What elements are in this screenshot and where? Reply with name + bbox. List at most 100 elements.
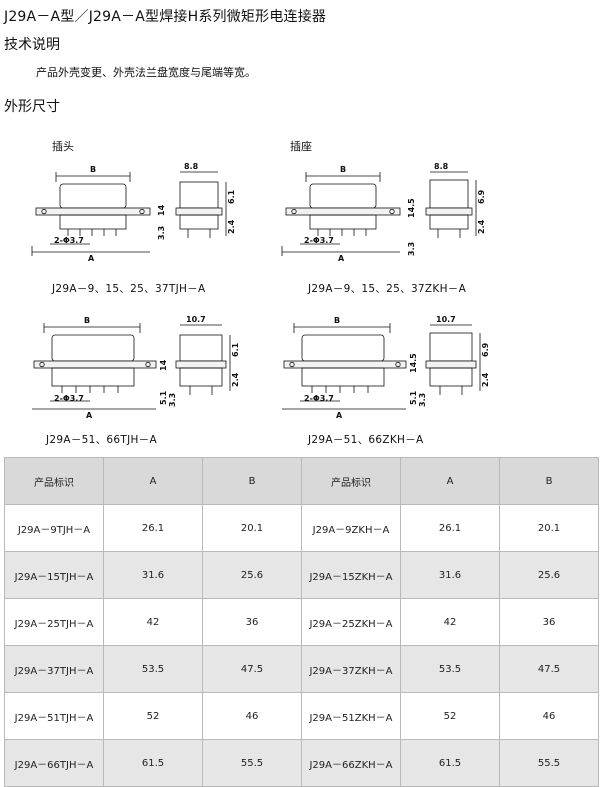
table-row: J29A－51TJH－A 52 46 J29A－51ZKH－A 52 46 bbox=[4, 692, 599, 740]
dim-hole: 2-Φ3.7 bbox=[54, 394, 84, 403]
socket-small-side-drawing: 8.8 6.9 2.4 bbox=[425, 162, 486, 238]
table-cell: 46 bbox=[202, 692, 302, 740]
caption-socket-small: J29A－9、15、25、37ZKH－A bbox=[308, 283, 467, 295]
header-cell: 产品标识 bbox=[4, 457, 104, 505]
dim-height-upper: 14 bbox=[157, 204, 166, 216]
dim-side-lower: 2.4 bbox=[481, 372, 490, 387]
table-cell: J29A－37TJH－A bbox=[4, 645, 104, 693]
plug-large-side-drawing: 10.7 6.1 2.4 bbox=[175, 315, 240, 395]
table-cell: 53.5 bbox=[400, 645, 500, 693]
dim-height-lower: 3.3 bbox=[418, 393, 427, 407]
dim-a: A bbox=[336, 411, 343, 420]
dim-height-lower: 3.3 bbox=[157, 226, 166, 240]
label-socket: 插座 bbox=[290, 140, 312, 153]
document-title: J29A－A型／J29A－A型焊接H系列微矩形电连接器 bbox=[4, 9, 327, 25]
table-cell: J29A－25ZKH－A bbox=[301, 598, 401, 646]
table-cell: 20.1 bbox=[499, 504, 599, 552]
table-cell: 26.1 bbox=[103, 504, 203, 552]
dim-side-top: 10.7 bbox=[186, 315, 206, 324]
dim-side-lower: 2.4 bbox=[227, 219, 236, 234]
dim-hole: 2-Φ3.7 bbox=[304, 394, 334, 403]
dimension-table: 产品标识 A B 产品标识 A B J29A－9TJH－A 26.1 20.1 … bbox=[4, 457, 599, 787]
table-cell: J29A－51TJH－A bbox=[4, 692, 104, 740]
table-cell: 55.5 bbox=[499, 739, 599, 787]
table-row: J29A－15TJH－A 31.6 25.6 J29A－15ZKH－A 31.6… bbox=[4, 551, 599, 599]
dim-hole: 2-Φ3.7 bbox=[304, 236, 334, 245]
table-cell: J29A－66ZKH－A bbox=[301, 739, 401, 787]
table-cell: 36 bbox=[499, 598, 599, 646]
socket-large-side-drawing: 10.7 6.9 2.4 bbox=[425, 315, 490, 395]
label-plug: 插头 bbox=[52, 140, 74, 153]
section-heading-tech: 技术说明 bbox=[4, 37, 60, 53]
table-cell: J29A－15TJH－A bbox=[4, 551, 104, 599]
dim-a: A bbox=[88, 254, 95, 263]
table-cell: J29A－37ZKH－A bbox=[301, 645, 401, 693]
table-cell: J29A－9TJH－A bbox=[4, 504, 104, 552]
dim-side-top: 8.8 bbox=[184, 162, 199, 171]
table-cell: 31.6 bbox=[103, 551, 203, 599]
dim-height-upper: 14.5 bbox=[407, 198, 416, 218]
dim-height-mid: 5.1 bbox=[159, 390, 168, 405]
header-cell: A bbox=[400, 457, 500, 505]
dim-height-mid: 5.1 bbox=[409, 390, 418, 405]
socket-small-front-drawing: B 2-Φ3.7 A 14.5 3.3 bbox=[281, 165, 416, 263]
dim-height-upper: 14.5 bbox=[409, 353, 418, 373]
table-cell: 55.5 bbox=[202, 739, 302, 787]
table-cell: 31.6 bbox=[400, 551, 500, 599]
table-cell: 52 bbox=[400, 692, 500, 740]
dim-side-upper: 6.9 bbox=[477, 189, 486, 204]
plug-small-front-drawing: B 2-Φ3.7 A 14 3.3 bbox=[31, 165, 166, 263]
header-cell: A bbox=[103, 457, 203, 505]
table-cell: 42 bbox=[103, 598, 203, 646]
dim-a: A bbox=[338, 254, 345, 263]
table-row: J29A－37TJH－A 53.5 47.5 J29A－37ZKH－A 53.5… bbox=[4, 645, 599, 693]
header-cell: B bbox=[202, 457, 302, 505]
dim-side-upper: 6.9 bbox=[481, 342, 490, 357]
socket-large-front-drawing: B 2-Φ3.7 A 14.5 5.1 3.3 bbox=[282, 316, 427, 420]
table-row: J29A－25TJH－A 42 36 J29A－25ZKH－A 42 36 bbox=[4, 598, 599, 646]
dim-a: A bbox=[86, 411, 93, 420]
dim-hole: 2-Φ3.7 bbox=[54, 236, 84, 245]
plug-small-side-drawing: 8.8 6.1 2.4 bbox=[175, 162, 236, 238]
table-cell: J29A－9ZKH－A bbox=[301, 504, 401, 552]
dim-b: B bbox=[334, 316, 340, 325]
table-cell: 46 bbox=[499, 692, 599, 740]
table-cell: 25.6 bbox=[202, 551, 302, 599]
table-cell: 47.5 bbox=[499, 645, 599, 693]
dim-b: B bbox=[90, 165, 96, 174]
dim-side-top: 10.7 bbox=[436, 315, 456, 324]
table-row: J29A－66TJH－A 61.5 55.5 J29A－66ZKH－A 61.5… bbox=[4, 739, 599, 787]
dim-height-lower: 3.3 bbox=[407, 242, 416, 256]
table-header-row: 产品标识 A B 产品标识 A B bbox=[4, 457, 599, 505]
dim-side-upper: 6.1 bbox=[227, 189, 236, 204]
table-cell: J29A－15ZKH－A bbox=[301, 551, 401, 599]
tech-description: 产品外壳变更、外壳法兰盘宽度与尾端等宽。 bbox=[36, 66, 256, 79]
table-cell: J29A－66TJH－A bbox=[4, 739, 104, 787]
dim-height-lower: 3.3 bbox=[168, 393, 177, 407]
table-cell: 36 bbox=[202, 598, 302, 646]
table-cell: J29A－25TJH－A bbox=[4, 598, 104, 646]
dim-b: B bbox=[340, 165, 346, 174]
table-row: J29A－9TJH－A 26.1 20.1 J29A－9ZKH－A 26.1 2… bbox=[4, 504, 599, 552]
caption-plug-small: J29A－9、15、25、37TJH－A bbox=[52, 283, 206, 295]
table-cell: 61.5 bbox=[400, 739, 500, 787]
table-cell: 20.1 bbox=[202, 504, 302, 552]
table-cell: 26.1 bbox=[400, 504, 500, 552]
header-cell: B bbox=[499, 457, 599, 505]
table-cell: J29A－51ZKH－A bbox=[301, 692, 401, 740]
dim-b: B bbox=[84, 316, 90, 325]
caption-socket-large: J29A－51、66ZKH－A bbox=[308, 434, 424, 446]
dim-height-upper: 14 bbox=[159, 359, 168, 371]
section-heading-dimensions: 外形尺寸 bbox=[4, 99, 60, 115]
table-cell: 53.5 bbox=[103, 645, 203, 693]
dim-side-upper: 6.1 bbox=[231, 342, 240, 357]
header-cell: 产品标识 bbox=[301, 457, 401, 505]
table-cell: 25.6 bbox=[499, 551, 599, 599]
table-cell: 47.5 bbox=[202, 645, 302, 693]
dim-side-lower: 2.4 bbox=[231, 372, 240, 387]
table-cell: 61.5 bbox=[103, 739, 203, 787]
caption-plug-large: J29A－51、66TJH－A bbox=[46, 434, 157, 446]
plug-large-front-drawing: B 2-Φ3.7 A 14 5.1 3.3 bbox=[32, 316, 177, 420]
dim-side-top: 8.8 bbox=[434, 162, 449, 171]
table-cell: 42 bbox=[400, 598, 500, 646]
